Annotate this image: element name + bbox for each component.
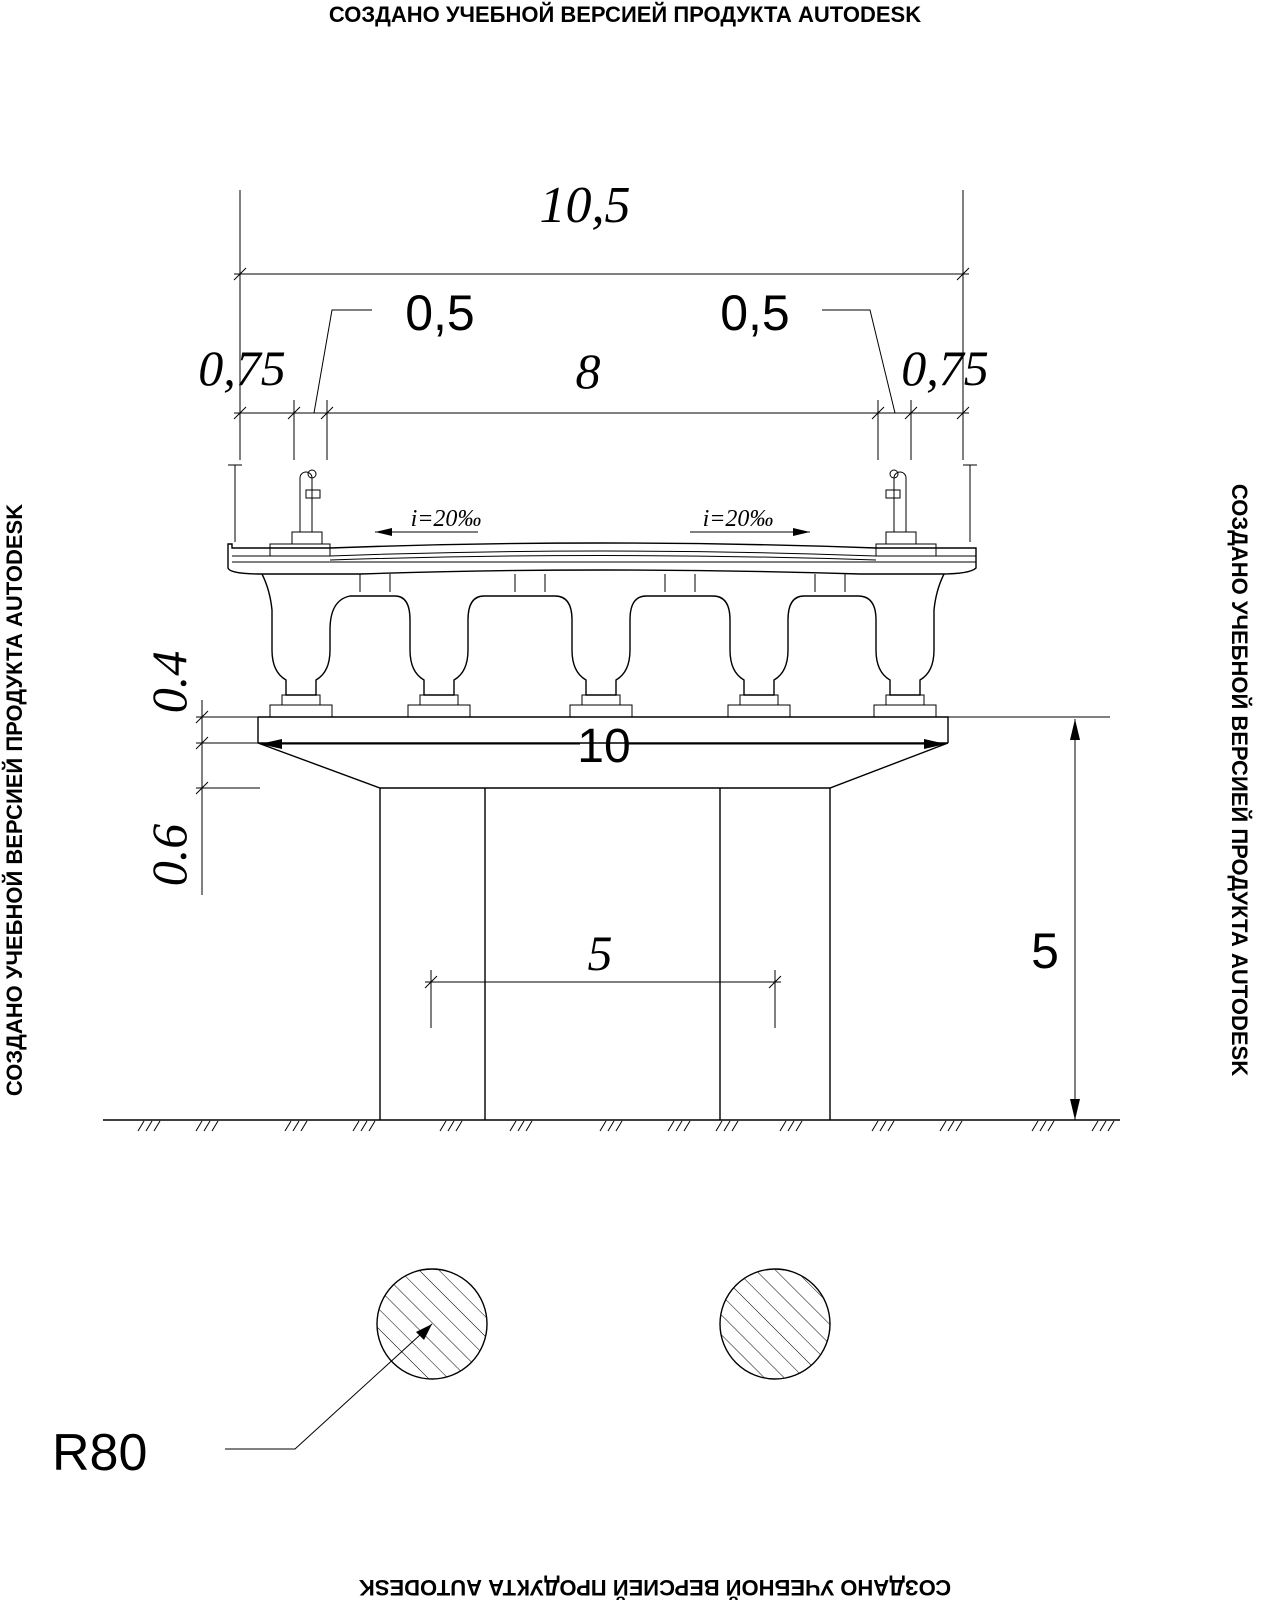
radius-label: R80 bbox=[52, 1424, 147, 1482]
dimension-left-vertical: 0.4 0.6 bbox=[141, 651, 260, 895]
pier-columns: 5 bbox=[379, 788, 831, 1120]
pile-section-right bbox=[719, 1268, 831, 1380]
dim-edge-left-label: 0,5 bbox=[405, 285, 475, 341]
radius-leader: R80 bbox=[52, 1323, 433, 1482]
dim-cap-height-label: 0.6 bbox=[141, 824, 197, 887]
slope-indicator-right: i=20‰ bbox=[690, 506, 810, 536]
dim-cap-width-label: 10 bbox=[577, 720, 630, 773]
slope-right-label: i=20‰ bbox=[703, 506, 774, 532]
watermark-right: СОЗДАНО УЧЕБНОЙ ВЕРСИЕЙ ПРОДУКТА AUTODES… bbox=[1227, 484, 1252, 1076]
dim-edge-right-label: 0,5 bbox=[720, 285, 790, 341]
pier-cap: 10 bbox=[257, 716, 949, 789]
watermark-top: СОЗДАНО УЧЕБНОЙ ВЕРСИЕЙ ПРОДУКТА AUTODES… bbox=[329, 2, 921, 27]
bridge-superstructure: i=20‰ i=20‰ bbox=[227, 464, 977, 718]
dim-pier-height-label: 5 bbox=[1031, 923, 1059, 979]
watermark-bottom: СОЗДАНО УЧЕБНОЙ ВЕРСИЕЙ ПРОДУКТА AUTODES… bbox=[359, 1575, 951, 1600]
dim-sidewalk-left-label: 0,75 bbox=[198, 340, 286, 396]
dim-total-width-label: 10,5 bbox=[540, 177, 631, 234]
slope-indicator-left: i=20‰ bbox=[375, 506, 481, 536]
ground-line bbox=[103, 1119, 1120, 1132]
girders bbox=[261, 573, 945, 718]
railing-right bbox=[885, 469, 917, 545]
dimension-total-width: 10,5 bbox=[233, 177, 970, 460]
railing-left bbox=[291, 469, 323, 545]
dim-pier-spacing-label: 5 bbox=[588, 925, 613, 981]
dim-carriageway-label: 8 bbox=[576, 343, 601, 399]
slope-left-label: i=20‰ bbox=[411, 506, 482, 532]
dimension-chain-deck: 0,5 0,5 0,75 0,75 8 bbox=[198, 285, 989, 460]
dim-beam-height-label: 0.4 bbox=[141, 651, 197, 714]
dim-sidewalk-right-label: 0,75 bbox=[901, 340, 989, 396]
dimension-pier-height: 5 bbox=[948, 716, 1110, 1120]
watermark-left: СОЗДАНО УЧЕБНОЙ ВЕРСИЕЙ ПРОДУКТА AUTODES… bbox=[2, 504, 27, 1096]
